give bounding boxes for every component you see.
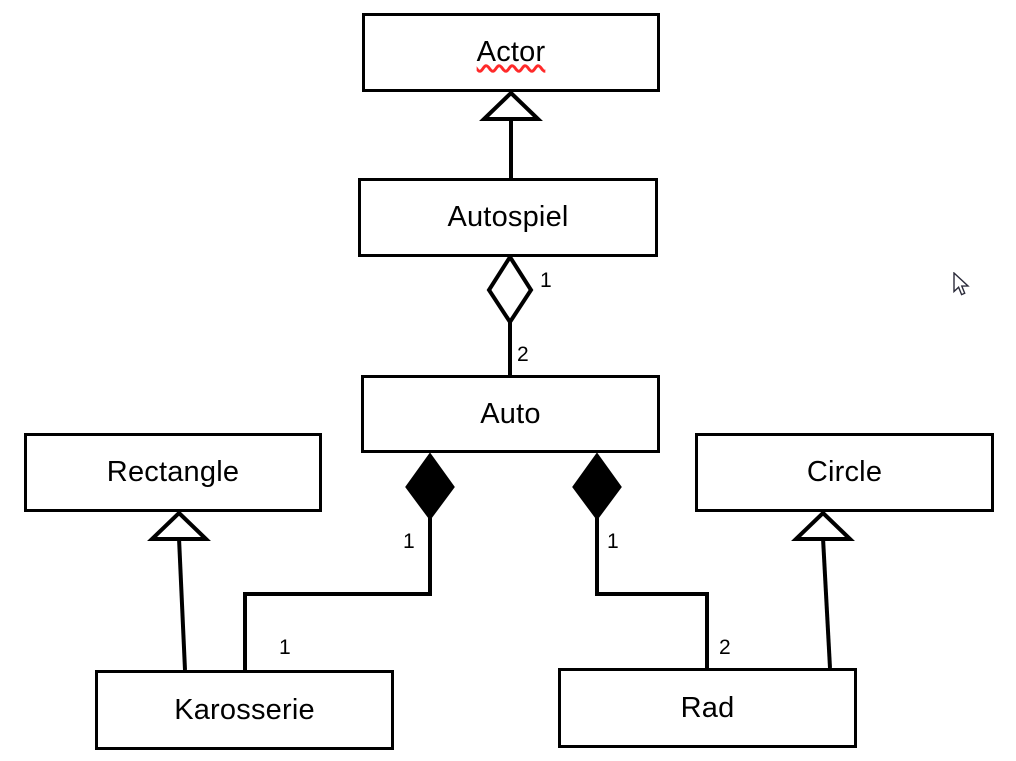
- class-name-karosserie: Karosserie: [174, 693, 315, 726]
- connector-auto-to-rad[interactable]: [572, 452, 709, 668]
- generalization-triangle-icon: [791, 510, 855, 541]
- class-box-rectangle[interactable]: Rectangle: [24, 433, 322, 512]
- composition-diamond-icon: [405, 452, 455, 521]
- generalization-triangle-icon: [147, 510, 211, 541]
- connector-autospiel-to-actor[interactable]: [479, 90, 543, 178]
- class-name-actor: Actor: [476, 36, 546, 68]
- multiplicity-label-auto-left: 1: [403, 530, 415, 553]
- multiplicity-label-auto-right: 1: [607, 530, 619, 553]
- multiplicity-label-karosserie: 1: [279, 636, 291, 659]
- class-box-autospiel[interactable]: Autospiel: [358, 178, 658, 257]
- class-box-rad[interactable]: Rad: [558, 668, 857, 748]
- class-name-rectangle: Rectangle: [106, 456, 240, 488]
- aggregation-diamond-icon: [486, 253, 534, 326]
- connector-rad-to-circle[interactable]: [791, 510, 855, 669]
- class-box-karosserie[interactable]: Karosserie: [95, 670, 394, 750]
- class-box-circle[interactable]: Circle: [695, 433, 994, 512]
- connector-karosserie-to-rectangle[interactable]: [147, 510, 211, 671]
- class-box-auto[interactable]: Auto: [361, 375, 660, 453]
- multiplicity-label-autospiel: 1: [540, 269, 552, 292]
- class-box-actor[interactable]: Actor: [362, 13, 660, 92]
- composition-diamond-icon: [572, 452, 622, 521]
- class-name-auto: Auto: [480, 397, 541, 430]
- multiplicity-label-rad: 2: [719, 636, 731, 659]
- generalization-triangle-icon: [479, 90, 543, 121]
- connector-auto-to-karosserie[interactable]: [243, 452, 455, 670]
- multiplicity-label-auto-top: 2: [517, 343, 529, 366]
- connector-autospiel-to-auto[interactable]: [486, 253, 534, 375]
- class-name-circle: Circle: [806, 456, 883, 488]
- class-name-autospiel: Autospiel: [447, 201, 569, 233]
- class-name-rad: Rad: [680, 691, 735, 724]
